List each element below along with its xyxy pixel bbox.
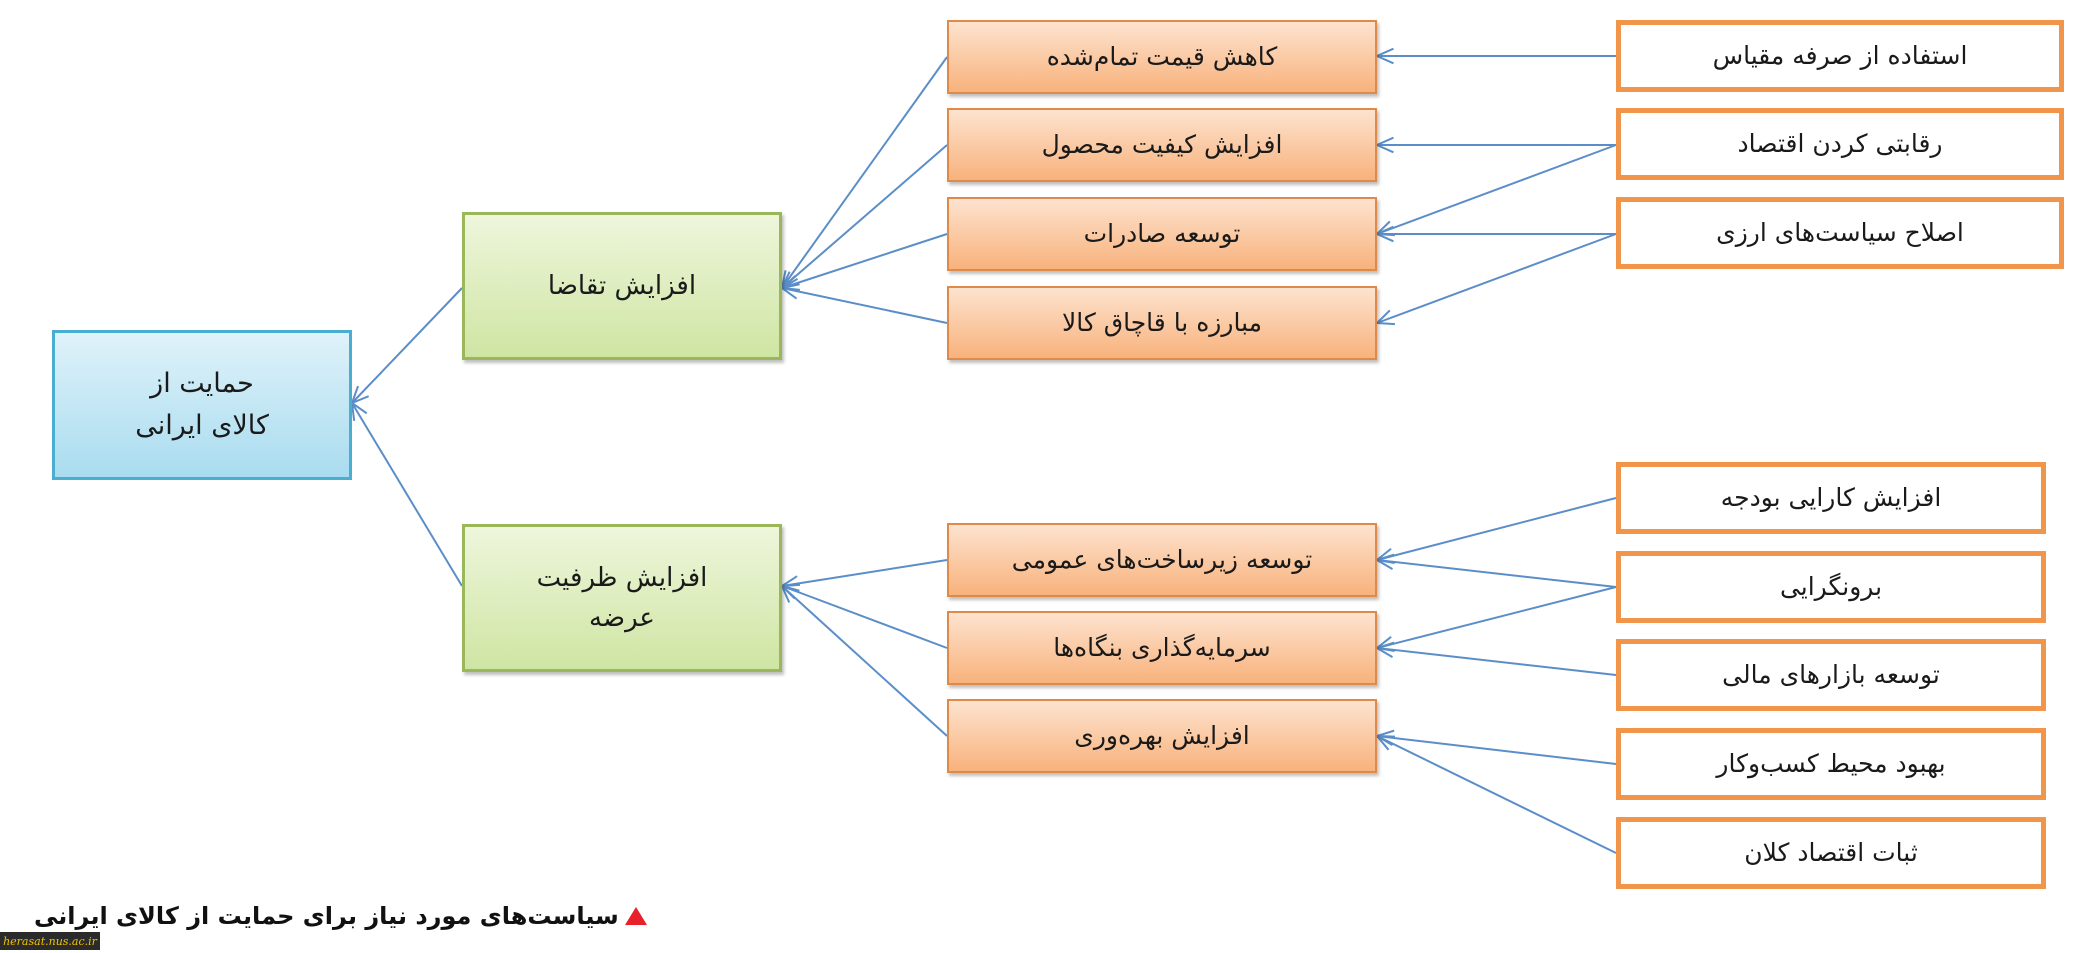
red-triangle-icon bbox=[624, 907, 647, 925]
branch-node-increase-supply-capacity: افزایش ظرفیت عرضه bbox=[462, 524, 782, 672]
connector-arrow bbox=[1374, 225, 1616, 243]
policy-node-label: استفاده از صرفه مقیاس bbox=[1712, 40, 1968, 70]
connector-arrow bbox=[1374, 47, 1616, 65]
policy-node-fx-policy-reform: اصلاح سیاست‌های ارزی bbox=[1616, 197, 2064, 269]
connector-arrow bbox=[779, 233, 948, 291]
driver-node-productivity: افزایش بهره‌وری bbox=[947, 699, 1377, 773]
connector-arrow bbox=[1374, 553, 1617, 588]
connector-arrow bbox=[350, 287, 463, 405]
policy-node-label: افزایش کارایی بودجه bbox=[1720, 482, 1942, 512]
policy-node-competitive-economy: رقابتی کردن اقتصاد bbox=[1616, 108, 2064, 180]
connector-arrow bbox=[350, 400, 463, 587]
connector-arrow bbox=[1374, 586, 1617, 653]
policy-node-budget-efficiency: افزایش کارایی بودجه bbox=[1616, 462, 2046, 534]
policy-node-economies-of-scale: استفاده از صرفه مقیاس bbox=[1616, 20, 2064, 92]
caption-text: سیاست‌های مورد نیاز برای حمایت از کالای … bbox=[34, 902, 619, 930]
driver-node-label: توسعه زیرساخت‌های عمومی bbox=[1011, 544, 1313, 574]
driver-node-label: توسعه صادرات bbox=[1083, 218, 1241, 248]
driver-node-improve-quality: افزایش کیفیت محصول bbox=[947, 108, 1377, 182]
connector-arrow bbox=[1374, 734, 1617, 854]
connector-arrow bbox=[1374, 641, 1617, 676]
policy-node-label: بهبود محیط کسب‌وکار bbox=[1716, 748, 1946, 778]
branch-node-line1: افزایش ظرفیت bbox=[536, 562, 708, 593]
branch-node-increase-demand: افزایش تقاضا bbox=[462, 212, 782, 360]
policy-node-financial-markets: توسعه بازارهای مالی bbox=[1616, 639, 2046, 711]
driver-node-label: کاهش قیمت تمام‌شده bbox=[1046, 41, 1278, 71]
policy-node-outward-orientation: برونگرایی bbox=[1616, 551, 2046, 623]
policy-node-label: برونگرایی bbox=[1779, 571, 1883, 601]
connector-arrow bbox=[780, 584, 948, 737]
policy-node-macro-stability: ثبات اقتصاد کلان bbox=[1616, 817, 2046, 889]
driver-node-label: افزایش بهره‌وری bbox=[1074, 720, 1250, 750]
driver-node-label: سرمایه‌گذاری بنگاه‌ها bbox=[1053, 632, 1271, 662]
figure-caption: سیاست‌های مورد نیاز برای حمایت از کالای … bbox=[34, 902, 647, 930]
connector-arrow bbox=[1374, 729, 1617, 765]
connector-arrow bbox=[779, 559, 948, 592]
driver-node-reduce-cost: کاهش قیمت تمام‌شده bbox=[947, 20, 1377, 94]
root-node-line1: حمایت از bbox=[150, 368, 254, 400]
driver-node-label: مبارزه با قاچاق کالا bbox=[1061, 307, 1263, 337]
connector-arrow bbox=[1374, 136, 1616, 154]
source-credit: herasat.nus.ac.ir bbox=[0, 932, 100, 950]
driver-node-fight-smuggling: مبارزه با قاچاق کالا bbox=[947, 286, 1377, 360]
driver-node-firm-investment: سرمایه‌گذاری بنگاه‌ها bbox=[947, 611, 1377, 685]
connector-arrow bbox=[1374, 144, 1617, 237]
root-node-support-iranian-goods: حمایت از کالای ایرانی bbox=[52, 330, 352, 480]
branch-node-line1: افزایش تقاضا bbox=[547, 270, 697, 301]
connector-arrow bbox=[1374, 233, 1617, 326]
driver-node-export-development: توسعه صادرات bbox=[947, 197, 1377, 271]
connector-arrow bbox=[1374, 497, 1617, 564]
policy-node-label: اصلاح سیاست‌های ارزی bbox=[1716, 217, 1964, 247]
root-node-line2: کالای ایرانی bbox=[135, 410, 269, 441]
connector-arrow bbox=[779, 283, 948, 324]
policy-node-label: توسعه بازارهای مالی bbox=[1722, 659, 1940, 689]
connector-arrow bbox=[779, 583, 948, 649]
driver-node-label: افزایش کیفیت محصول bbox=[1041, 129, 1283, 159]
policy-node-label: ثبات اقتصاد کلان bbox=[1744, 837, 1918, 867]
connector-arrow bbox=[780, 144, 948, 290]
policy-node-business-environment: بهبود محیط کسب‌وکار bbox=[1616, 728, 2046, 800]
policy-node-label: رقابتی کردن اقتصاد bbox=[1737, 128, 1943, 158]
branch-node-line2: عرضه bbox=[589, 603, 655, 633]
driver-node-public-infrastructure: توسعه زیرساخت‌های عمومی bbox=[947, 523, 1377, 597]
connector-arrow bbox=[780, 56, 948, 290]
